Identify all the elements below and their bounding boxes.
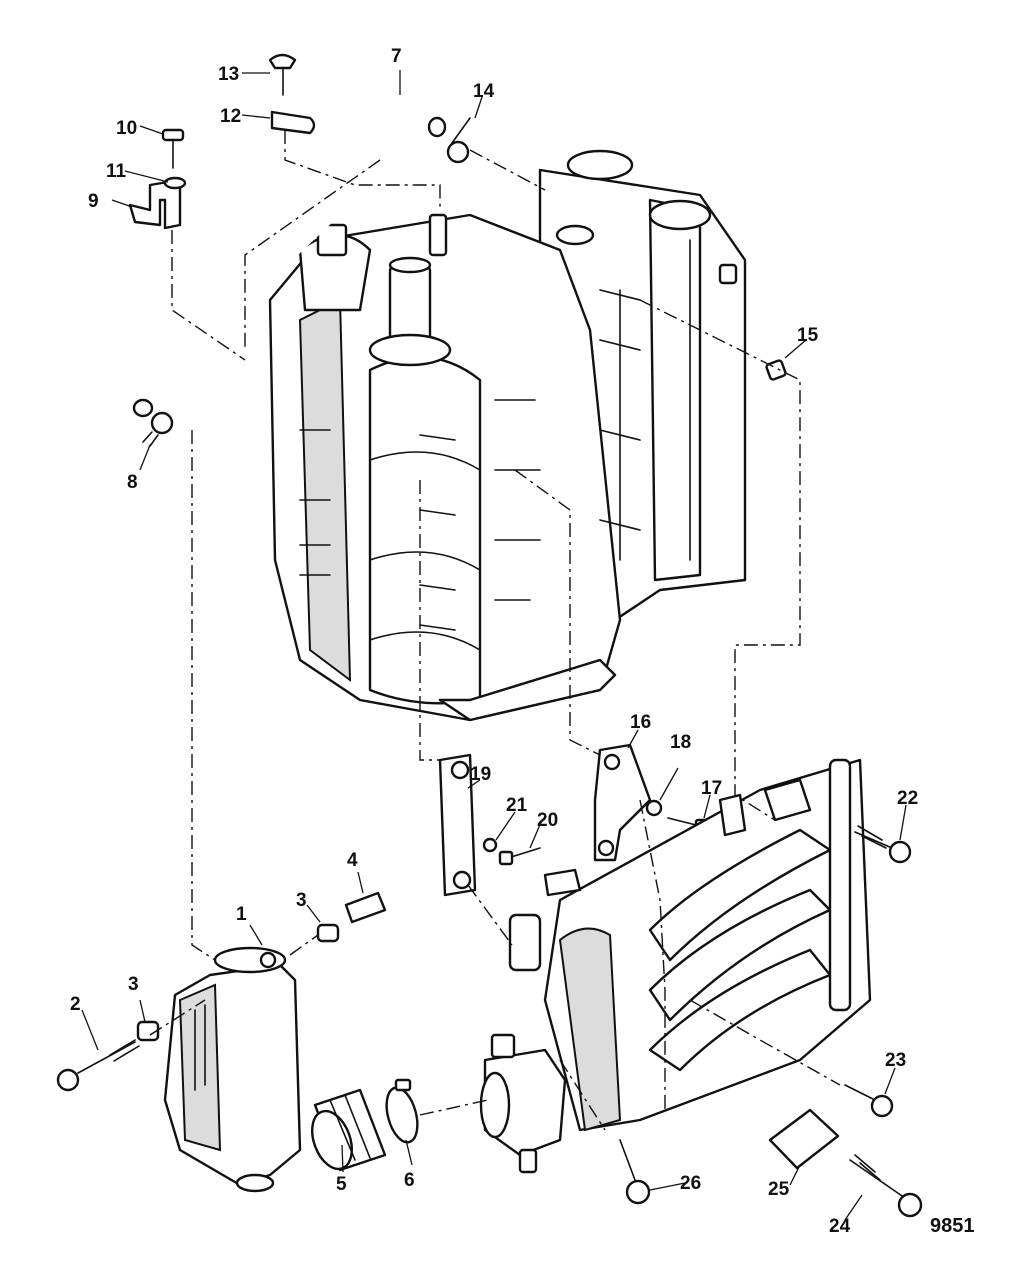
callout-25: 25 bbox=[768, 1179, 790, 1200]
hose-clamp-8 bbox=[142, 411, 174, 447]
screw-23 bbox=[844, 1084, 894, 1118]
callout-4: 4 bbox=[347, 850, 358, 871]
callout-15: 15 bbox=[797, 325, 819, 346]
assembly-leader-lines bbox=[149, 130, 841, 1131]
clamp-6 bbox=[385, 1078, 419, 1144]
pin-4 bbox=[344, 891, 387, 924]
callout-23: 23 bbox=[885, 1050, 906, 1071]
callout-1: 1 bbox=[236, 904, 247, 925]
callout-3a: 3 bbox=[128, 974, 139, 995]
screw-13 bbox=[268, 53, 297, 96]
callout-21: 21 bbox=[506, 795, 528, 816]
callout-11: 11 bbox=[106, 161, 127, 182]
screw-10 bbox=[161, 128, 185, 169]
hose-clamp-14 bbox=[446, 117, 471, 164]
adaptor-5 bbox=[311, 1088, 387, 1172]
bracket-9 bbox=[128, 178, 182, 230]
callout-9: 9 bbox=[88, 191, 99, 212]
callout-16: 16 bbox=[630, 712, 651, 733]
figure-number: 9851 bbox=[930, 1215, 975, 1237]
washer-11 bbox=[163, 176, 187, 190]
callout-19: 19 bbox=[470, 764, 491, 785]
screw-24 bbox=[849, 1154, 923, 1218]
bracket-19 bbox=[438, 753, 477, 897]
callout-3b: 3 bbox=[296, 890, 307, 911]
pin-25 bbox=[768, 1108, 840, 1170]
callout-14: 14 bbox=[473, 81, 495, 102]
callout-24: 24 bbox=[829, 1216, 851, 1237]
callout-18: 18 bbox=[670, 732, 691, 753]
engine-block bbox=[268, 149, 747, 722]
screw-2 bbox=[56, 1039, 140, 1092]
callout-6: 6 bbox=[404, 1170, 415, 1191]
bushing-3a bbox=[136, 1020, 160, 1042]
callout-26: 26 bbox=[680, 1173, 701, 1194]
callout-10: 10 bbox=[116, 118, 137, 139]
intake-manifold bbox=[543, 758, 872, 1132]
callout-20: 20 bbox=[537, 810, 558, 831]
callout-pointers bbox=[81, 70, 907, 1221]
screw-22 bbox=[854, 825, 912, 864]
callout-17: 17 bbox=[701, 778, 722, 799]
hose bbox=[97, 96, 447, 418]
callout-12: 12 bbox=[220, 106, 241, 127]
bushing-3b bbox=[316, 923, 340, 943]
washer-21 bbox=[482, 837, 498, 853]
callout-13: 13 bbox=[218, 64, 239, 85]
dowel-15 bbox=[765, 359, 787, 381]
throttle-body bbox=[479, 868, 582, 1174]
clip-12 bbox=[270, 110, 316, 135]
air-silencer bbox=[163, 946, 302, 1193]
bracket-16 bbox=[593, 743, 652, 862]
callout-2: 2 bbox=[70, 994, 81, 1015]
callout-labels: 1 2 3 3 4 5 6 7 8 9 10 11 12 13 14 15 16… bbox=[70, 46, 975, 1237]
callout-5: 5 bbox=[336, 1174, 347, 1195]
callout-8: 8 bbox=[127, 472, 138, 493]
callout-22: 22 bbox=[897, 788, 918, 809]
screw-20 bbox=[498, 847, 541, 866]
callout-7: 7 bbox=[391, 46, 402, 67]
washer-18 bbox=[645, 799, 663, 817]
screw-26 bbox=[619, 1139, 651, 1205]
